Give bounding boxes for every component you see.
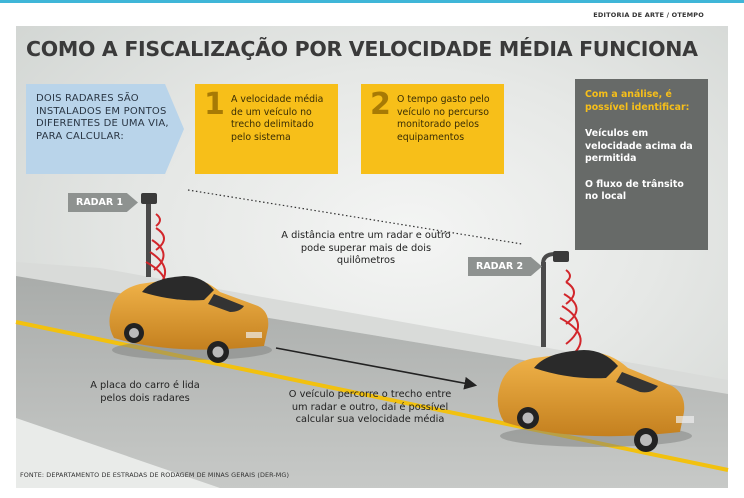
radar-2-label: RADAR 2 (468, 257, 542, 276)
source-text: FONTE: DEPARTAMENTO DE ESTRADAS DE RODAG… (20, 471, 290, 479)
analysis-item-speeding: Veículos em velocidade acima da permitid… (585, 128, 693, 164)
step-2-box: 2 O tempo gasto pelo veículo no percurso… (361, 84, 504, 174)
analysis-item-traffic-flow: O fluxo de trânsito no local (585, 178, 684, 203)
step-2-text: O tempo gasto pelo veículo no percurso m… (397, 94, 490, 143)
distance-dotted-line (187, 189, 523, 245)
distance-caption: A distância entre um radar e outro pode … (281, 230, 451, 266)
car-2 (497, 350, 694, 452)
intro-text: DOIS RADARES SÃO INSTALADOS EM PONTOS DI… (36, 93, 169, 142)
curb-near (16, 418, 220, 488)
analysis-heading: Com a análise, é possível identificar: (585, 89, 690, 113)
radar-2-device (541, 251, 582, 361)
motion-arrow (275, 347, 478, 390)
step-1-box: 1 A velocidade média de um veículo no tr… (195, 84, 338, 174)
speed-caption: O veículo percorre o trecho entre um rad… (288, 389, 452, 425)
credit-text: EDITORIA DE ARTE / OTEMPO (593, 11, 704, 19)
car-1 (109, 276, 272, 363)
step-1-number: 1 (204, 87, 225, 122)
step-1-text: A velocidade média de um veículo no trec… (231, 94, 324, 143)
step-2-number: 2 (370, 87, 391, 122)
top-rule (0, 0, 744, 3)
plate-caption: A placa do carro é lida pelos dois radar… (90, 380, 200, 404)
intro-box: DOIS RADARES SÃO INSTALADOS EM PONTOS DI… (26, 84, 184, 174)
radar-1-label: RADAR 1 (68, 193, 138, 212)
analysis-box: Com a análise, é possível identificar: V… (575, 79, 708, 250)
page-title: COMO A FISCALIZAÇÃO POR VELOCIDADE MÉDIA… (26, 37, 698, 61)
radar-2-waves (559, 269, 582, 361)
source-note: FONTE: DEPARTAMENTO DE ESTRADAS DE RODAG… (20, 471, 289, 479)
